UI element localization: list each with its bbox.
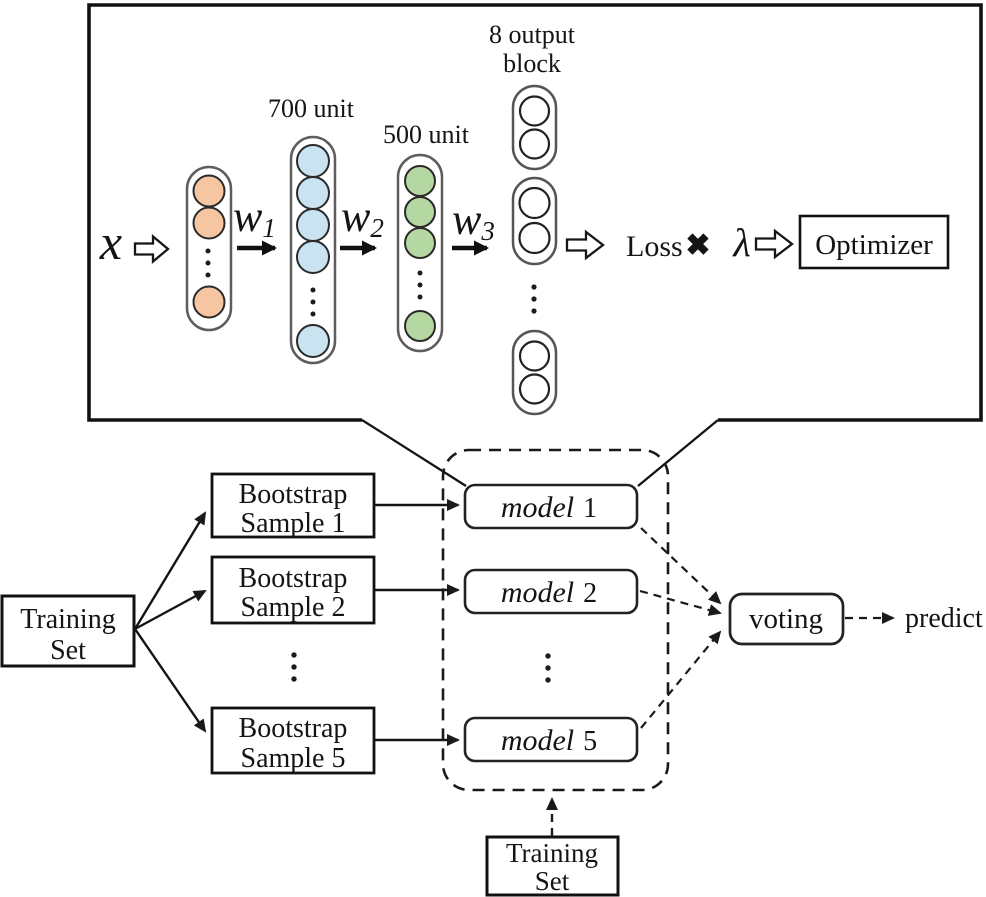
bootstrap-sample-2-line1: Bootstrap: [239, 563, 348, 594]
bootstrap-sample-5-box: [210, 706, 376, 775]
output-neuron: [518, 186, 551, 220]
voting-label: voting: [749, 603, 823, 635]
optimizer-arrow-icon: [754, 228, 794, 260]
voting-box: [728, 592, 845, 646]
input-layer-pill: [185, 165, 233, 332]
models-dashed-container: [441, 448, 670, 792]
output-neuron: [518, 128, 551, 160]
arrow-trainingset-to-sample5: [134, 628, 207, 733]
output-label-line2: block: [503, 49, 561, 78]
training-set-box: [0, 594, 136, 668]
bootstrap-ellipsis: [291, 652, 297, 682]
hidden2-neuron: [404, 165, 436, 197]
hidden2-label: 500 unit: [383, 120, 470, 149]
loss-label: Loss: [626, 230, 683, 263]
bootstrap-sample-2-box: [210, 555, 376, 625]
hidden1-neuron: [296, 240, 330, 274]
hidden2-neuron: [404, 310, 436, 342]
hidden1-layer-ellipsis: [310, 287, 316, 317]
arrow-trainingset-to-sample1: [133, 511, 207, 630]
input-neuron: [192, 174, 226, 208]
input-layer-ellipsis: [205, 248, 211, 278]
bootstrap-sample-5-line2: Sample 5: [241, 743, 346, 774]
training-set-line1: Training: [20, 604, 115, 635]
weight-label-w1: w1: [233, 192, 276, 243]
output-neuron: [518, 340, 551, 372]
hidden1-layer: [289, 135, 337, 365]
output-neuron: [518, 95, 551, 127]
loss-arrow-icon: [565, 229, 605, 261]
hidden1-neuron: [296, 176, 330, 210]
hidden2-neuron: [404, 227, 436, 259]
optimizer-label: Optimizer: [815, 229, 933, 261]
output-block-1: [511, 84, 558, 171]
hidden1-neuron: [296, 144, 330, 178]
network-panel-border: [87, 3, 983, 422]
hidden2-layer-ellipsis: [417, 270, 423, 300]
output-block-2: [511, 176, 558, 266]
optimizer-box: [798, 214, 950, 270]
callout-line-left: [361, 419, 467, 487]
input-symbol: x: [99, 214, 122, 270]
predict-label: predict: [905, 603, 983, 634]
output-block-3: [511, 329, 558, 416]
arrow-model5-to-voting: [640, 630, 722, 729]
model-1-box: [463, 483, 639, 530]
hidden2-neuron: [404, 196, 436, 228]
input-neuron: [192, 285, 226, 319]
input-layer: [185, 165, 233, 332]
bottom-training-set-line2: Set: [535, 866, 570, 896]
bootstrap-sample-5-line1: Bootstrap: [239, 713, 348, 744]
arrow-trainingset-to-sample2: [134, 589, 207, 631]
bottom-training-set-box: [485, 835, 620, 897]
hidden1-neuron: [296, 324, 330, 358]
output-neuron: [518, 221, 551, 255]
bootstrap-sample-1-box: [210, 472, 376, 539]
callout-line-right: [637, 419, 719, 487]
arrow-model2-to-voting: [639, 589, 722, 616]
hidden2-layer: [396, 153, 444, 353]
output-neuron: [518, 373, 551, 405]
bottom-training-set-line1: Training: [506, 838, 598, 868]
weight-label-w2: w2: [341, 192, 384, 243]
model-2-box: [463, 568, 639, 615]
input-arrow-icon: [133, 234, 170, 264]
bootstrap-sample-1-line1: Bootstrap: [239, 479, 348, 510]
bootstrap-sample-1-line2: Sample 1: [241, 508, 346, 539]
output-label-line1: 8 output: [489, 20, 576, 49]
lambda-symbol: λ: [732, 220, 750, 265]
output-blocks-ellipsis: [531, 284, 537, 314]
bootstrap-sample-2-line2: Sample 2: [241, 592, 346, 623]
input-neuron: [192, 206, 226, 240]
hidden1-label: 700 unit: [268, 94, 355, 123]
training-set-line2: Set: [50, 635, 86, 666]
multiply-symbol: ✖: [685, 229, 710, 262]
weight-label-w3: w3: [452, 195, 495, 246]
model-5-box: [463, 716, 639, 763]
arrow-model1-to-voting: [640, 527, 722, 605]
hidden1-neuron: [296, 208, 330, 242]
models-ellipsis: [545, 653, 551, 683]
